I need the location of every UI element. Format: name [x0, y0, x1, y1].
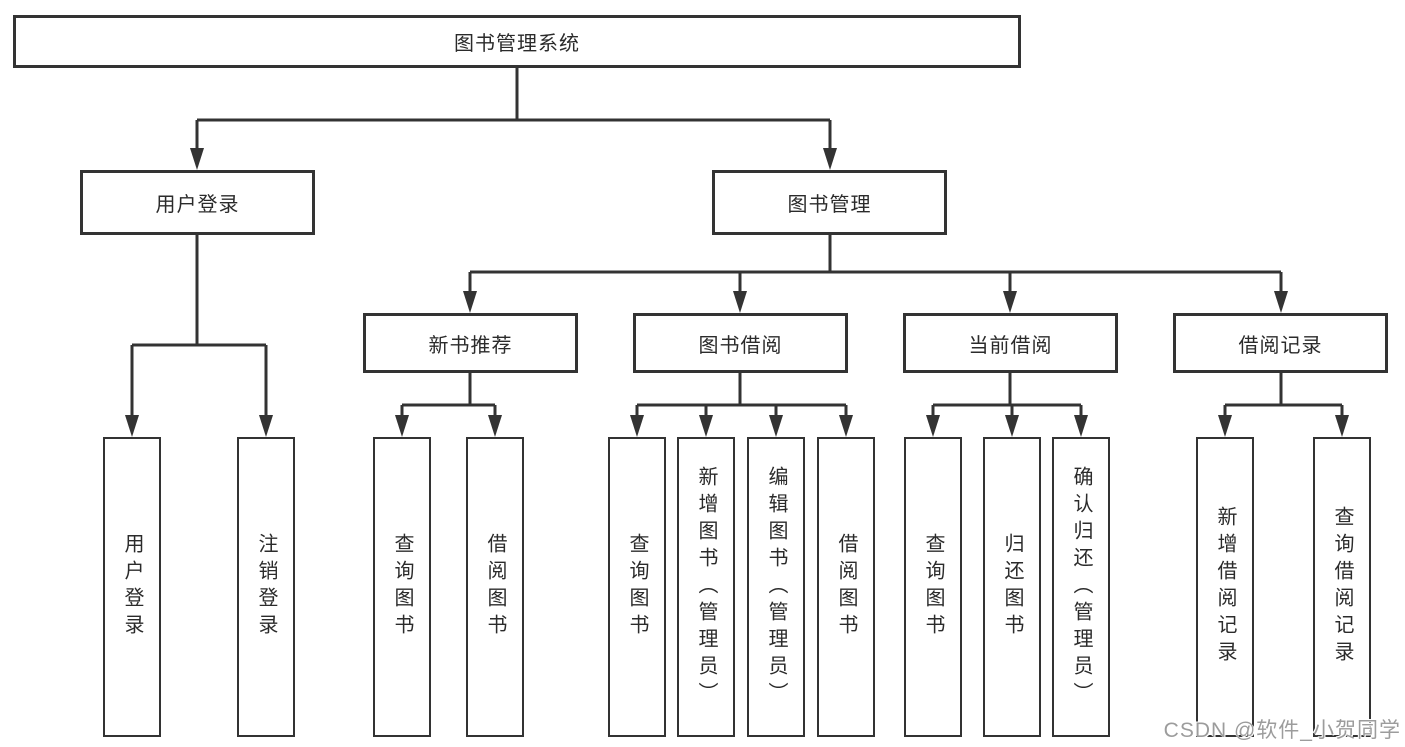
leaf-add-borrow-record: 新增借阅记录 [1196, 437, 1254, 737]
node-book-borrow: 图书借阅 [633, 313, 848, 373]
node-label: 新增借阅记录 [1214, 506, 1236, 668]
node-label: 归还图书 [1001, 533, 1023, 641]
node-borrow-records: 借阅记录 [1173, 313, 1388, 373]
node-root-library-system: 图书管理系统 [13, 15, 1021, 68]
node-label: 当前借阅 [968, 334, 1053, 357]
node-label: 确认归还（管理员） [1070, 465, 1092, 709]
node-label: 查询图书 [391, 533, 413, 641]
node-book-management: 图书管理 [712, 170, 947, 235]
arrowhead-icons [125, 148, 1349, 437]
leaf-confirm-return-admin: 确认归还（管理员） [1052, 437, 1110, 737]
leaf-borrow-books: 借阅图书 [817, 437, 875, 737]
leaf-query-borrow-record: 查询借阅记录 [1313, 437, 1371, 737]
leaf-query-books-current: 查询图书 [904, 437, 962, 737]
node-label: 借阅图书 [484, 533, 506, 641]
node-label: 用户登录 [121, 533, 143, 641]
node-label: 查询借阅记录 [1331, 506, 1353, 668]
node-label: 新书推荐 [428, 334, 513, 357]
node-label: 图书管理 [787, 194, 872, 216]
node-label: 用户登录 [155, 194, 240, 216]
node-label: 注销登录 [255, 533, 277, 641]
leaf-query-books-borrow: 查询图书 [608, 437, 666, 737]
leaf-edit-books-admin: 编辑图书（管理员） [747, 437, 805, 737]
node-label: 查询图书 [922, 533, 944, 641]
node-current-borrow: 当前借阅 [903, 313, 1118, 373]
node-label: 借阅记录 [1238, 334, 1323, 357]
leaf-user-login: 用户登录 [103, 437, 161, 737]
leaf-borrow-books-recommend: 借阅图书 [466, 437, 524, 737]
node-label: 图书借阅 [698, 334, 783, 357]
csdn-watermark: CSDN @软件_小贺同学 [1163, 719, 1401, 742]
leaf-return-books: 归还图书 [983, 437, 1041, 737]
leaf-add-books-admin: 新增图书（管理员） [677, 437, 735, 737]
node-label: 编辑图书（管理员） [765, 465, 787, 709]
node-user-login: 用户登录 [80, 170, 315, 235]
node-label: 查询图书 [626, 533, 648, 641]
node-label: 借阅图书 [835, 533, 857, 641]
node-label: 新增图书（管理员） [695, 465, 717, 709]
leaf-query-books-recommend: 查询图书 [373, 437, 431, 737]
node-label: 图书管理系统 [454, 33, 580, 55]
node-new-book-recommend: 新书推荐 [363, 313, 578, 373]
leaf-logout: 注销登录 [237, 437, 295, 737]
